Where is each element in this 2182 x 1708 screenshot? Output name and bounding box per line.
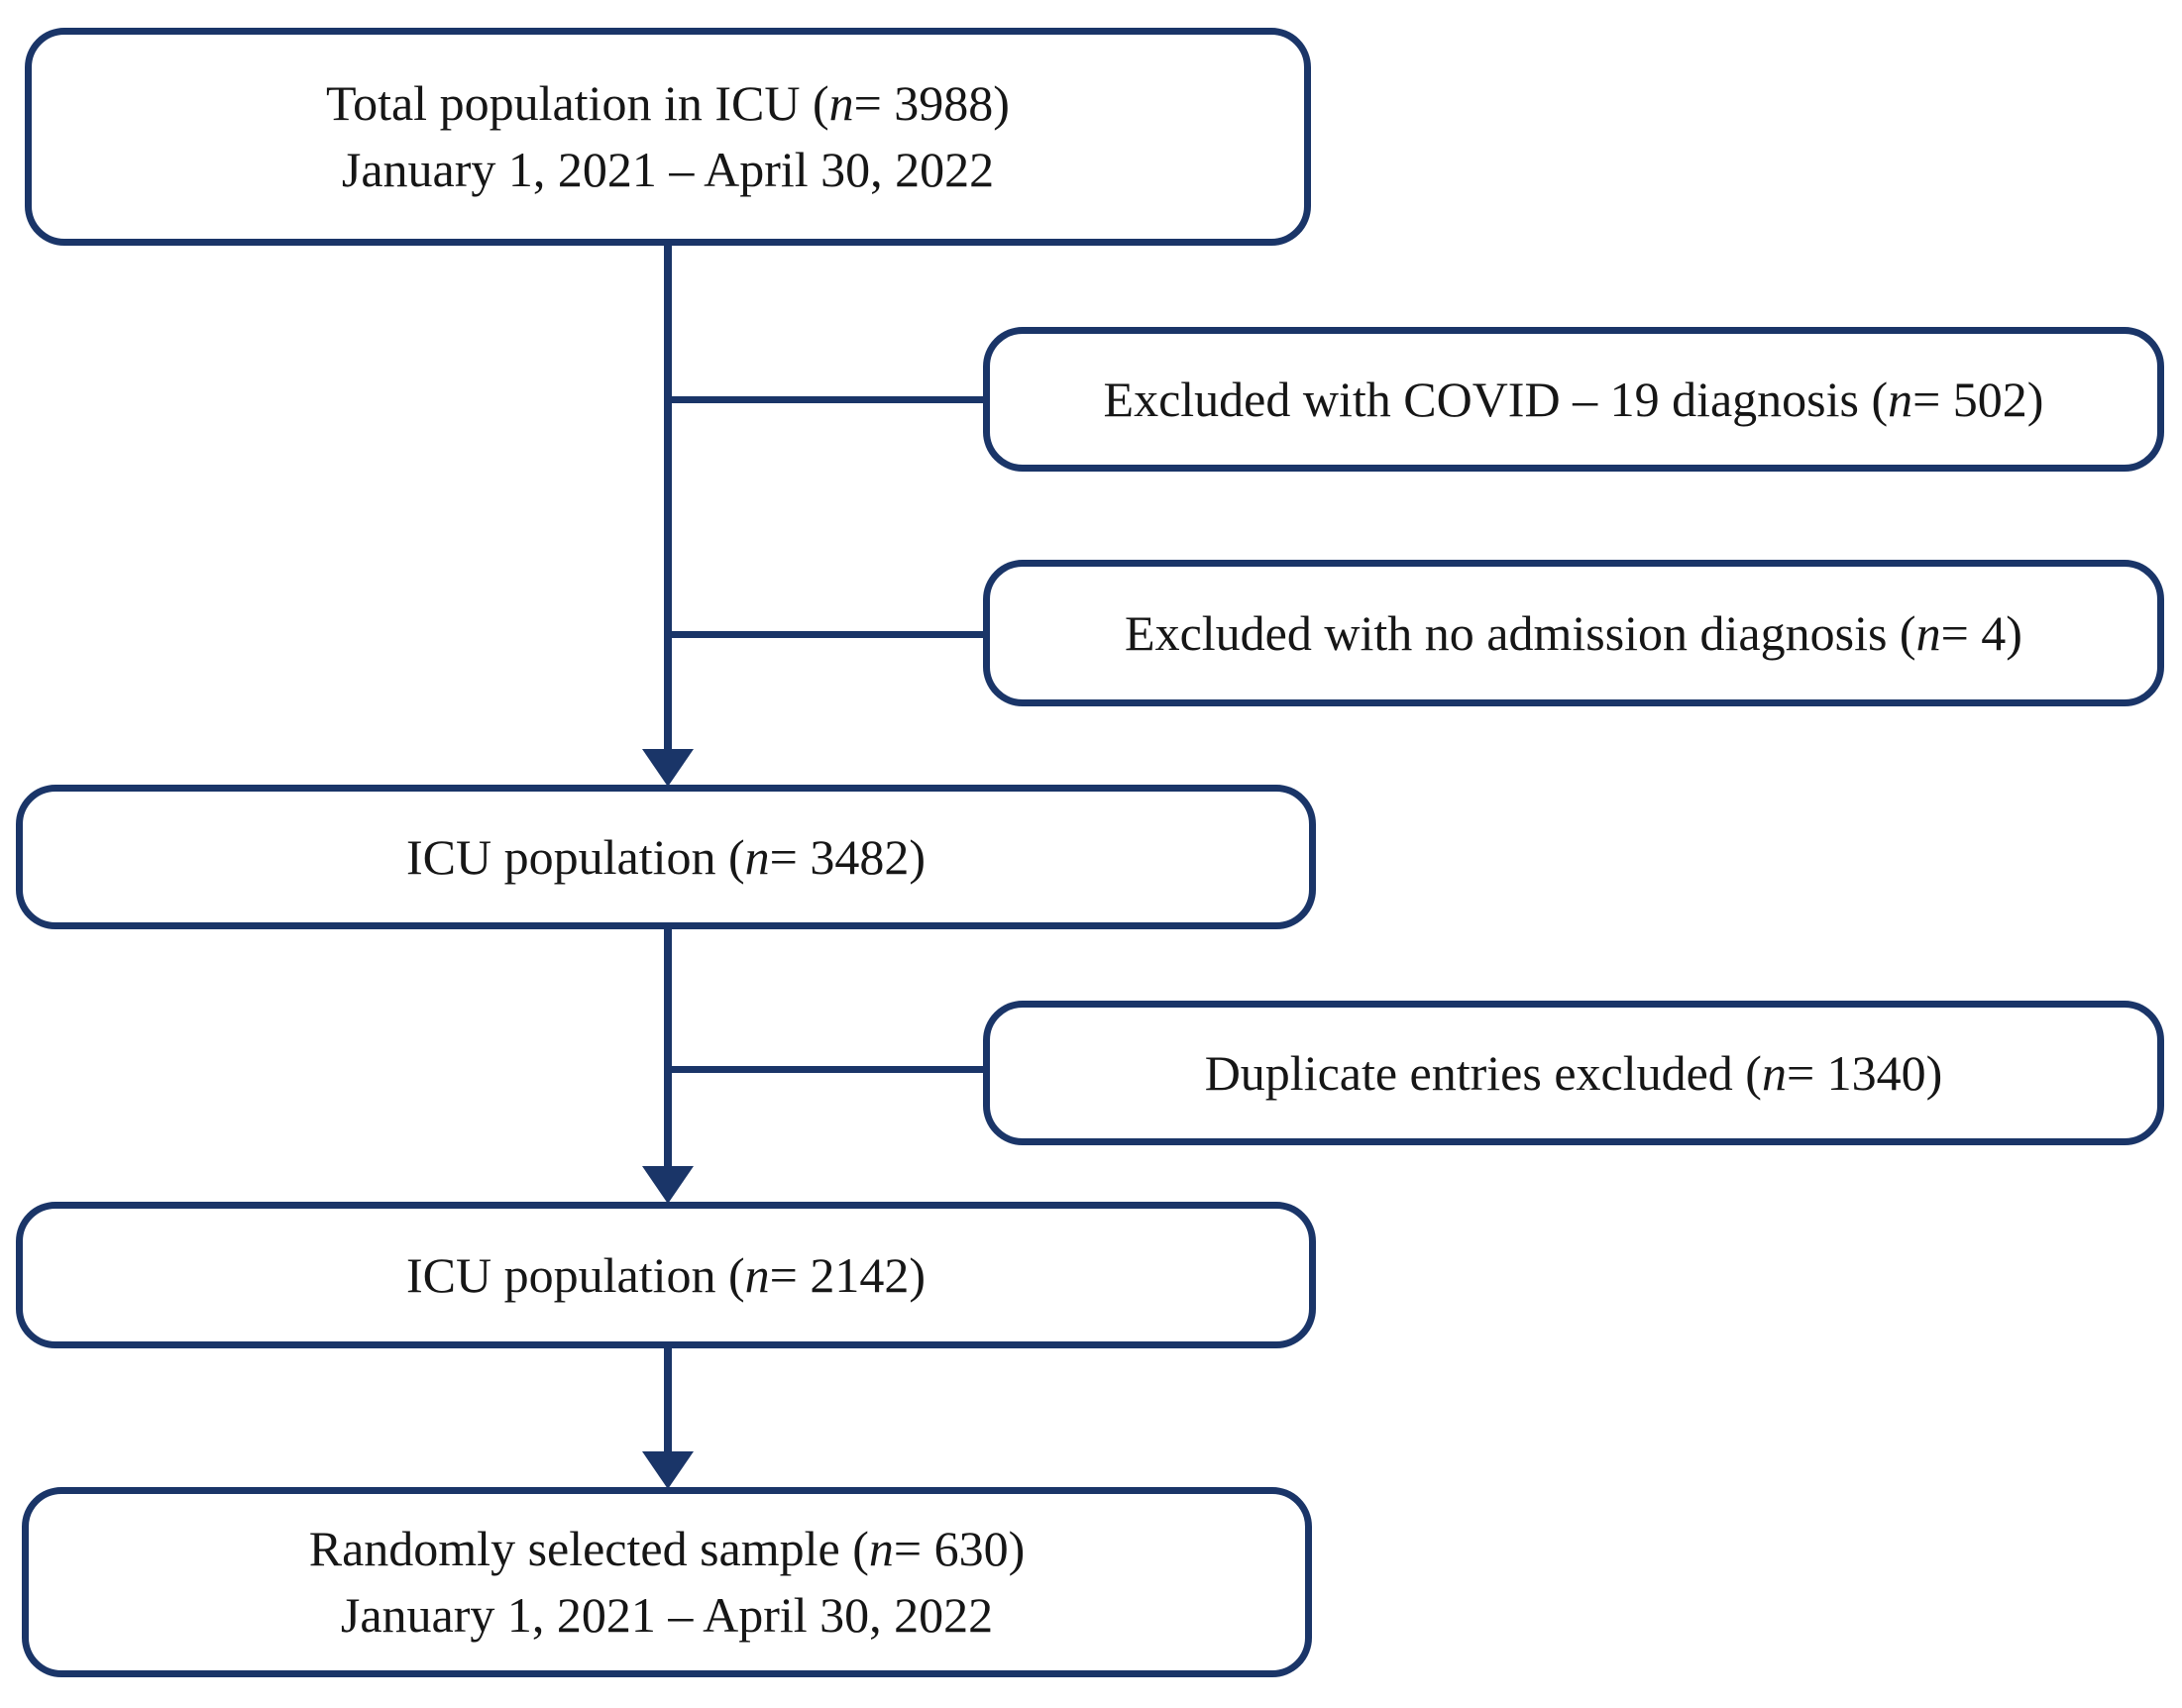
label-text: = 630): [893, 1521, 1026, 1576]
node-total-population: Total population in ICU (n= 3988) Januar…: [25, 28, 1311, 246]
arrowhead-to-icu2: [642, 1166, 694, 1204]
node-excluded-covid: Excluded with COVID – 19 diagnosis (n= 5…: [983, 327, 2164, 472]
node-label-line2: January 1, 2021 – April 30, 2022: [341, 142, 995, 197]
node-label-line1: Excluded with no admission diagnosis (n=…: [1125, 600, 2022, 667]
connector-total-to-icu1: [664, 242, 672, 755]
connector-icu2-to-sample: [664, 1344, 672, 1453]
label-text: ICU population (: [406, 1246, 745, 1303]
label-text: Excluded with no admission diagnosis (: [1125, 604, 1916, 661]
label-n-italic: n: [744, 1246, 770, 1303]
node-label-line1: ICU population (n= 2142): [406, 1242, 926, 1309]
label-text: = 3988): [853, 75, 1010, 131]
label-n-italic: n: [828, 75, 854, 131]
connector-branch-excluded-covid: [668, 396, 987, 403]
label-text: = 4): [1940, 604, 2022, 661]
node-label-line1: Randomly selected sample (n= 630): [309, 1516, 1025, 1582]
label-text: Randomly selected sample (: [308, 1521, 869, 1576]
label-n-italic: n: [744, 828, 770, 885]
label-text: ICU population (: [406, 828, 745, 885]
node-random-sample: Randomly selected sample (n= 630) Januar…: [22, 1487, 1312, 1677]
arrowhead-to-sample: [642, 1451, 694, 1489]
label-text: = 3482): [769, 828, 926, 885]
node-label-line2: January 1, 2021 – April 30, 2022: [340, 1587, 994, 1643]
label-n-italic: n: [868, 1521, 894, 1576]
connector-branch-duplicates-excluded: [668, 1066, 987, 1073]
node-excluded-no-admission: Excluded with no admission diagnosis (n=…: [983, 560, 2164, 706]
node-label-line1: Duplicate entries excluded (n= 1340): [1205, 1040, 1943, 1107]
label-text: = 502): [1912, 371, 2044, 427]
label-n-italic: n: [1915, 604, 1941, 661]
connector-branch-excluded-no-admission: [668, 631, 987, 638]
label-text: Total population in ICU (: [326, 75, 829, 131]
arrowhead-to-icu1: [642, 749, 694, 787]
node-duplicates-excluded: Duplicate entries excluded (n= 1340): [983, 1001, 2164, 1145]
label-n-italic: n: [1761, 1044, 1787, 1101]
label-text: Excluded with COVID – 19 diagnosis (: [1103, 371, 1889, 427]
label-text: = 2142): [769, 1246, 926, 1303]
label-text: = 1340): [1786, 1044, 1943, 1101]
connector-icu1-to-icu2: [664, 925, 672, 1170]
label-text: Duplicate entries excluded (: [1204, 1044, 1762, 1101]
node-label-line1: ICU population (n= 3482): [406, 824, 926, 891]
node-label-line1: Excluded with COVID – 19 diagnosis (n= 5…: [1104, 367, 2044, 433]
node-icu-population-2142: ICU population (n= 2142): [16, 1202, 1316, 1348]
label-n-italic: n: [1888, 371, 1913, 427]
node-label-line1: Total population in ICU (n= 3988): [326, 70, 1010, 137]
node-icu-population-3482: ICU population (n= 3482): [16, 785, 1316, 929]
